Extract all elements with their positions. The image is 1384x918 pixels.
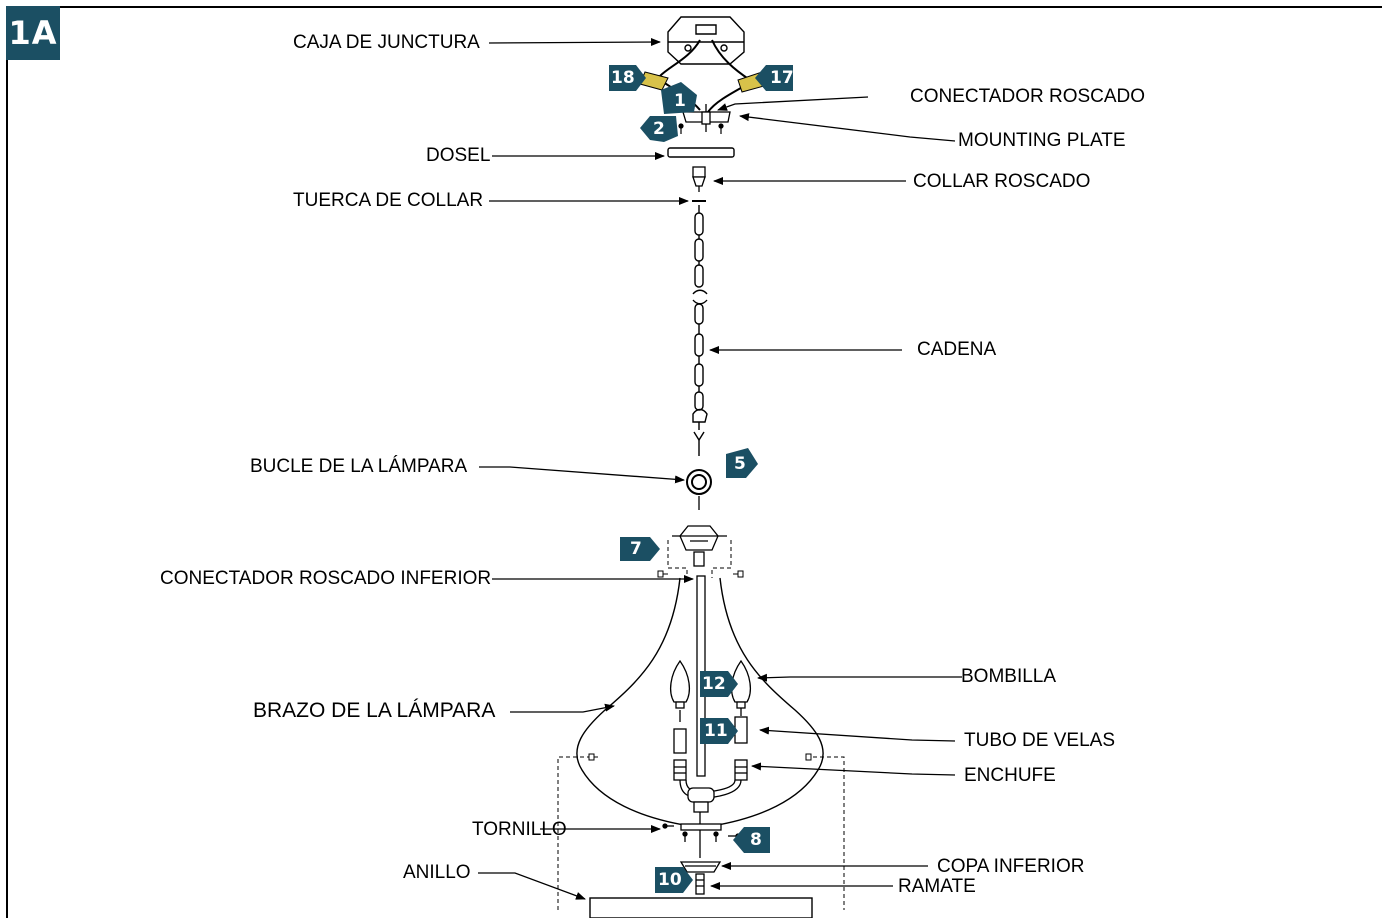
label-socket: ENCHUFE xyxy=(964,765,1056,786)
step-badge-1-shape xyxy=(661,82,697,114)
step-number-8: 8 xyxy=(750,830,762,850)
label-lamp-arm: BRAZO DE LA LÁMPARA xyxy=(253,699,496,722)
candle-tube-left xyxy=(673,710,687,754)
step-badge-8-shape xyxy=(733,827,770,853)
collar-part xyxy=(692,166,706,192)
lamp-loop-part xyxy=(686,469,712,510)
label-finial: RAMATE xyxy=(898,876,976,897)
step-number-10: 10 xyxy=(658,870,682,890)
step-badge-7-shape xyxy=(620,537,660,561)
mounting-screws xyxy=(678,123,724,134)
step-badge-17-shape xyxy=(755,65,793,91)
label-bottom-cup: COPA INFERIOR xyxy=(937,856,1085,877)
step-number-17: 17 xyxy=(770,68,794,88)
label-ring: ANILLO xyxy=(403,862,471,883)
bottom-plate-part xyxy=(680,812,722,831)
label-mounting-plate: MOUNTING PLATE xyxy=(958,130,1126,151)
leader-lines xyxy=(478,38,962,900)
label-bulb: BOMBILLA xyxy=(961,666,1057,687)
step-badge-12-shape xyxy=(700,671,738,697)
bottom-screws xyxy=(662,823,741,842)
step-badge-2-shape xyxy=(640,116,678,142)
lower-bracket-marks xyxy=(588,753,812,761)
label-wire-connector: CONECTADOR ROSCADO xyxy=(910,86,1146,107)
lamp-arms xyxy=(576,577,824,827)
label-canopy: DOSEL xyxy=(426,145,491,166)
step-badge-5-shape xyxy=(726,448,758,478)
step-badge-11-shape xyxy=(700,718,738,744)
arm-brackets xyxy=(657,570,744,578)
step-number-12: 12 xyxy=(702,674,726,694)
wire-nut-left xyxy=(639,71,669,91)
step-number-2: 2 xyxy=(653,119,665,139)
chain-part xyxy=(692,205,708,456)
bottom-cup-part xyxy=(679,861,722,873)
finial-part xyxy=(695,873,705,895)
label-lower-threaded-connector: CONECTADOR ROSCADO INFERIOR xyxy=(160,568,492,589)
junction-box-part xyxy=(667,16,745,65)
top-hub-part xyxy=(672,525,727,567)
label-junction-box: CAJA DE JUNCTURA xyxy=(293,32,480,53)
step-number-18: 18 xyxy=(611,68,635,88)
label-lamp-loop: BUCLE DE LA LÁMPARA xyxy=(250,456,468,477)
lower-dashed-guide xyxy=(557,756,845,910)
label-chain: CADENA xyxy=(917,339,997,360)
step-number-7: 7 xyxy=(630,539,642,559)
frame-border-left xyxy=(6,60,8,918)
ring-part xyxy=(589,897,813,918)
step-badges xyxy=(609,65,793,893)
step-badge-10-shape xyxy=(655,867,693,893)
label-threaded-collar: COLLAR ROSCADO xyxy=(913,171,1091,192)
mounting-plate-part xyxy=(682,104,731,132)
canopy-part xyxy=(667,147,735,158)
label-collar-nut: TUERCA DE COLLAR xyxy=(293,190,484,211)
step-badge-18-shape xyxy=(609,65,646,91)
candle-tube-right xyxy=(734,708,748,744)
hub-dashed-outline xyxy=(667,540,732,578)
label-screw: TORNILLO xyxy=(472,819,567,840)
step-number-1: 1 xyxy=(674,91,686,111)
socket-left xyxy=(673,759,687,781)
figure-badge: 1A xyxy=(6,6,60,60)
socket-right xyxy=(734,759,748,781)
frame-border-top xyxy=(60,6,1382,8)
step-number-5: 5 xyxy=(734,454,746,474)
bulb-right xyxy=(730,659,752,709)
bulb-left xyxy=(669,659,691,709)
label-candle-tube: TUBO DE VELAS xyxy=(964,730,1115,751)
lower-body xyxy=(679,779,742,813)
step-number-11: 11 xyxy=(704,721,728,741)
